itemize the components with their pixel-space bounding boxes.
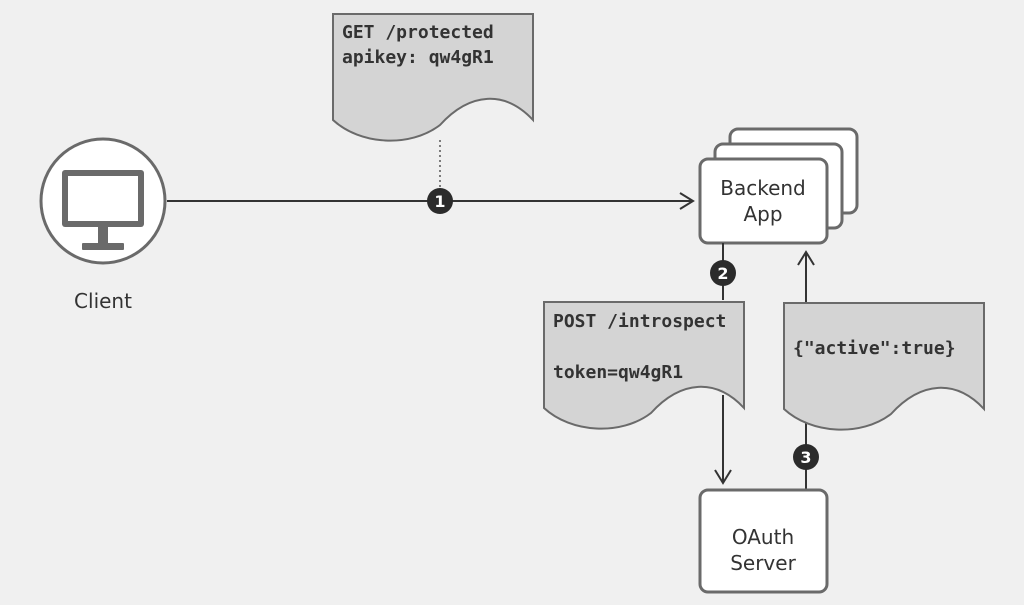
request-line-1: GET /protected [342,22,494,43]
step-badge-1: 1 [427,188,453,214]
oauth-server-node: OAuth Server [698,488,829,594]
request-line-2: apikey: qw4gR1 [342,47,494,68]
oauth-label-line-2: Server [730,551,796,575]
backend-label-line-2: App [743,202,782,226]
svg-text:2: 2 [717,264,728,283]
client-label: Client [74,289,132,313]
monitor-icon [62,170,144,250]
introspect-line-2: token=qw4gR1 [553,362,683,383]
oauth-label-line-1: OAuth [732,525,794,549]
backend-label-line-1: Backend [720,176,806,200]
introspect-line-1: POST /introspect [553,311,726,332]
client-node: Client [39,137,167,313]
response-document: {"active":true} [783,302,985,431]
request-document: GET /protected apikey: qw4gR1 [332,13,534,142]
response-line-1: {"active":true} [793,338,956,359]
step-badge-3: 3 [793,444,819,470]
step-badge-2: 2 [710,260,736,286]
svg-text:3: 3 [800,448,811,467]
backend-app-node: Backend App [698,127,859,245]
introspect-document: POST /introspect token=qw4gR1 [543,301,745,430]
svg-text:1: 1 [434,192,445,211]
